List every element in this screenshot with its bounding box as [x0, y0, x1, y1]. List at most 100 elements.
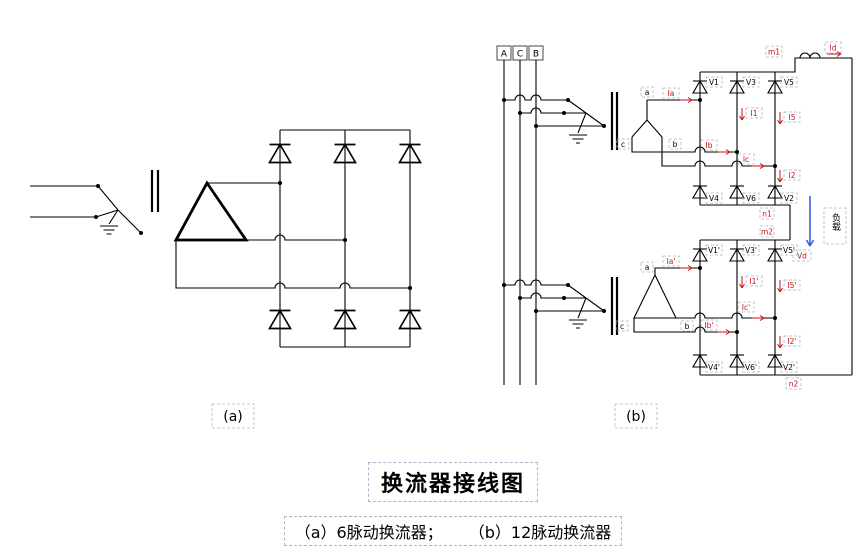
current-label: Ia [668, 89, 675, 98]
load-box [823, 207, 847, 245]
node-m1-label: m1 [768, 48, 780, 57]
phase-wire [676, 312, 775, 319]
junction-dot [139, 231, 143, 235]
valve-label-box [705, 192, 723, 204]
node-m1-box [765, 45, 783, 58]
dc-wire [775, 57, 852, 73]
tap-wire [504, 94, 568, 101]
current-label: I1 [751, 109, 758, 118]
subtitle-part-b: （b）12脉动换流器 [468, 523, 612, 542]
transformer-core-icon [150, 170, 160, 212]
valve-label-box [780, 192, 798, 204]
phase-wire [654, 267, 700, 275]
current-arrow-icon [752, 315, 765, 321]
valve-label: V4' [708, 363, 720, 372]
current-label: Ic' [742, 303, 750, 312]
valve-label-box [742, 244, 760, 256]
bus-c-label: C [517, 50, 523, 60]
valve-label-box [705, 361, 723, 373]
tap-wire [520, 292, 564, 299]
ground-icon [100, 209, 119, 235]
ground-icon [569, 319, 587, 329]
valve-label-box [780, 76, 798, 88]
bridge-one: V1 V3 V5 V4 V6 V2 Ia I1 Ib I5 Ic [662, 71, 801, 206]
terminal-b-box [680, 320, 694, 332]
valve-label: V3 [746, 78, 756, 87]
phase-wire [631, 137, 737, 153]
dc-voltage-label: Vd [797, 252, 807, 261]
dc-current-box [824, 41, 842, 54]
delta-winding [633, 273, 677, 319]
figure-subtitle-row: （a）6脉动换流器； （b）12脉动换流器 [0, 502, 864, 546]
bridge-leg [699, 240, 776, 375]
converter-wiring-figure: (a) A C B [30, 41, 853, 429]
dc-current-label: Id [830, 44, 837, 53]
diagram-b-twelve-pulse: A C B a c b [496, 41, 853, 429]
valve-label: V6' [745, 363, 757, 372]
current-label: Ib' [704, 321, 713, 330]
bus-b-label: B [533, 50, 539, 60]
terminal-b-box [668, 138, 682, 150]
caption-a-box [211, 403, 255, 429]
current-label: I5' [787, 281, 796, 290]
dc-voltage-arrow-icon [805, 196, 815, 247]
current-arrow-icon [739, 276, 745, 289]
tap-wire [520, 107, 564, 114]
diagram-a-six-pulse: (a) [30, 129, 422, 429]
node-n1-box [759, 207, 775, 220]
junction-dot [602, 309, 606, 313]
node-m2-box [759, 225, 775, 238]
node-m2-label: m2 [761, 228, 773, 237]
terminal-a-label: a [645, 88, 650, 97]
current-label-box [662, 255, 680, 267]
current-label-box [737, 153, 755, 165]
valve-label-box [705, 244, 723, 256]
transformer-core-icon [610, 277, 619, 335]
valve-label: V5' [783, 246, 795, 255]
node-n2-label: n2 [789, 380, 799, 389]
transformer-core-icon [610, 92, 619, 150]
current-label-box [783, 169, 801, 181]
terminal-c-label: c [621, 140, 625, 149]
ground-bars [100, 225, 118, 235]
junction-dot [534, 124, 538, 128]
current-arrow-icon [680, 97, 693, 103]
wire [95, 185, 142, 234]
dc-voltage-box [792, 249, 812, 262]
current-label: Ib [706, 141, 713, 150]
current-arrow-icon [777, 280, 783, 293]
junction-dot [566, 283, 570, 287]
current-label-box [662, 87, 680, 99]
valve-label: V4 [709, 194, 719, 203]
junction-dot [566, 98, 570, 102]
junction-dot [518, 111, 522, 115]
current-label-box [700, 319, 718, 331]
terminal-a-box [640, 261, 654, 273]
current-arrow-icon [827, 51, 842, 57]
valve-label: V1' [708, 246, 720, 255]
current-arrow-icon [777, 336, 783, 349]
load-label: 负载 [830, 212, 841, 232]
terminal-c-box [616, 138, 630, 150]
caption-b: (b) [626, 409, 646, 425]
figure-subtitle: （a）6脉动换流器； （b）12脉动换流器 [283, 516, 623, 546]
current-arrow-icon [718, 149, 731, 155]
current-label-box [737, 301, 755, 313]
phase-wire [175, 240, 410, 289]
six-pulse-bridge [268, 129, 422, 348]
current-label: Ic [743, 155, 749, 164]
subtitle-part-a: （a）6脉动换流器； [294, 523, 443, 542]
bus-a-label: A [501, 50, 508, 60]
current-label: Ia' [667, 257, 676, 266]
junction-dot [518, 296, 522, 300]
current-label-box [783, 279, 801, 291]
valve-label: V5 [784, 78, 794, 87]
figure-title: 换流器接线图 [367, 462, 538, 502]
ground-stub [577, 297, 587, 319]
wye-primary-winding [564, 99, 605, 127]
dc-bus [700, 71, 790, 206]
current-arrow-icon [739, 108, 745, 121]
dc-positive-pole: m1 Id [765, 41, 852, 73]
current-arrow-icon [680, 265, 693, 271]
caption-a: (a) [223, 409, 243, 425]
